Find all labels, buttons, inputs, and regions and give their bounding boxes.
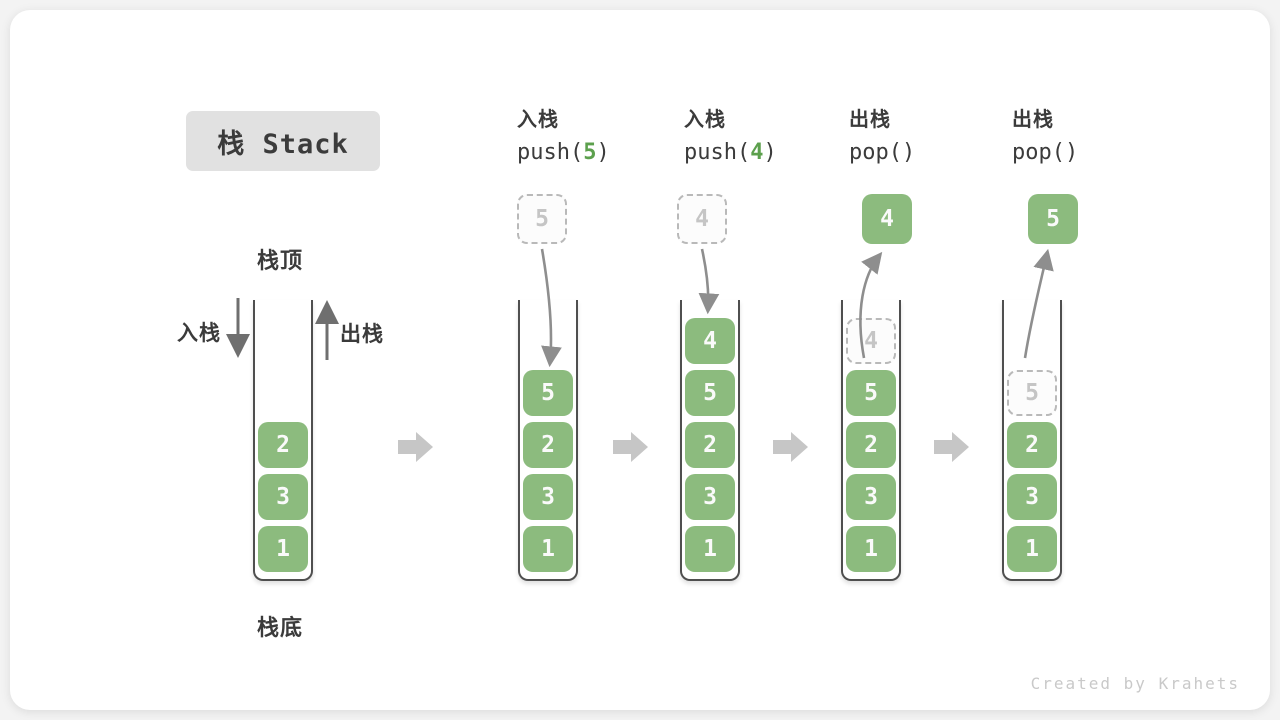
code-arg: 4 bbox=[750, 140, 764, 165]
stack-cell: 4 bbox=[685, 318, 735, 364]
stack-cell: 3 bbox=[523, 474, 573, 520]
code-label: pop() bbox=[849, 140, 916, 165]
stack-top-label: 栈顶 bbox=[257, 248, 304, 273]
op-label: 出栈 bbox=[1012, 109, 1054, 131]
stack-cell: 5 bbox=[685, 370, 735, 416]
stack-cell: 1 bbox=[846, 526, 896, 572]
stack-cell: 2 bbox=[846, 422, 896, 468]
column-header-push4: 入栈 push(4) bbox=[684, 106, 824, 167]
stack-state-after-push4: 4 5 2 3 1 bbox=[680, 300, 740, 581]
stack-cell: 3 bbox=[1007, 474, 1057, 520]
stack-cell: 3 bbox=[846, 474, 896, 520]
stack-cell: 1 bbox=[523, 526, 573, 572]
op-label: 出栈 bbox=[849, 109, 891, 131]
incoming-element-box: 4 bbox=[677, 194, 727, 244]
popped-element-box: 4 bbox=[862, 194, 912, 244]
pop-side-label: 出栈 bbox=[340, 323, 384, 346]
stack-cell: 2 bbox=[1007, 422, 1057, 468]
stack-cell: 1 bbox=[685, 526, 735, 572]
credit-watermark: Created by Krahets bbox=[1030, 674, 1240, 693]
stack-cell: 3 bbox=[258, 474, 308, 520]
stack-cell: 2 bbox=[258, 422, 308, 468]
ghost-cell: 4 bbox=[846, 318, 896, 364]
popped-element-box: 5 bbox=[1028, 194, 1078, 244]
push-side-label: 入栈 bbox=[177, 322, 221, 345]
column-header-pop2: 出栈 pop() bbox=[1012, 106, 1152, 167]
code-label: push(5) bbox=[517, 140, 610, 165]
diagram-title: 栈 Stack bbox=[186, 111, 380, 171]
op-label: 入栈 bbox=[684, 109, 726, 131]
code-label: push(4) bbox=[684, 140, 777, 165]
stack-cell: 2 bbox=[685, 422, 735, 468]
ghost-cell: 5 bbox=[1007, 370, 1057, 416]
stack-cell: 5 bbox=[846, 370, 896, 416]
code-label: pop() bbox=[1012, 140, 1079, 165]
stack-cell: 1 bbox=[1007, 526, 1057, 572]
op-label: 入栈 bbox=[517, 109, 559, 131]
code-arg: 5 bbox=[583, 140, 597, 165]
column-header-push5: 入栈 push(5) bbox=[517, 106, 657, 167]
stack-state-after-pop4: 4 5 2 3 1 bbox=[841, 300, 901, 581]
stack-cell: 3 bbox=[685, 474, 735, 520]
stack-state-after-push5: 5 2 3 1 bbox=[518, 300, 578, 581]
incoming-element-box: 5 bbox=[517, 194, 567, 244]
stack-state-after-pop5: 5 2 3 1 bbox=[1002, 300, 1062, 581]
stack-cell: 1 bbox=[258, 526, 308, 572]
stack-bottom-label: 栈底 bbox=[257, 615, 304, 640]
stack-cell: 5 bbox=[523, 370, 573, 416]
stack-cell: 2 bbox=[523, 422, 573, 468]
stack-state-initial: 2 3 1 bbox=[253, 300, 313, 581]
column-header-pop1: 出栈 pop() bbox=[849, 106, 989, 167]
